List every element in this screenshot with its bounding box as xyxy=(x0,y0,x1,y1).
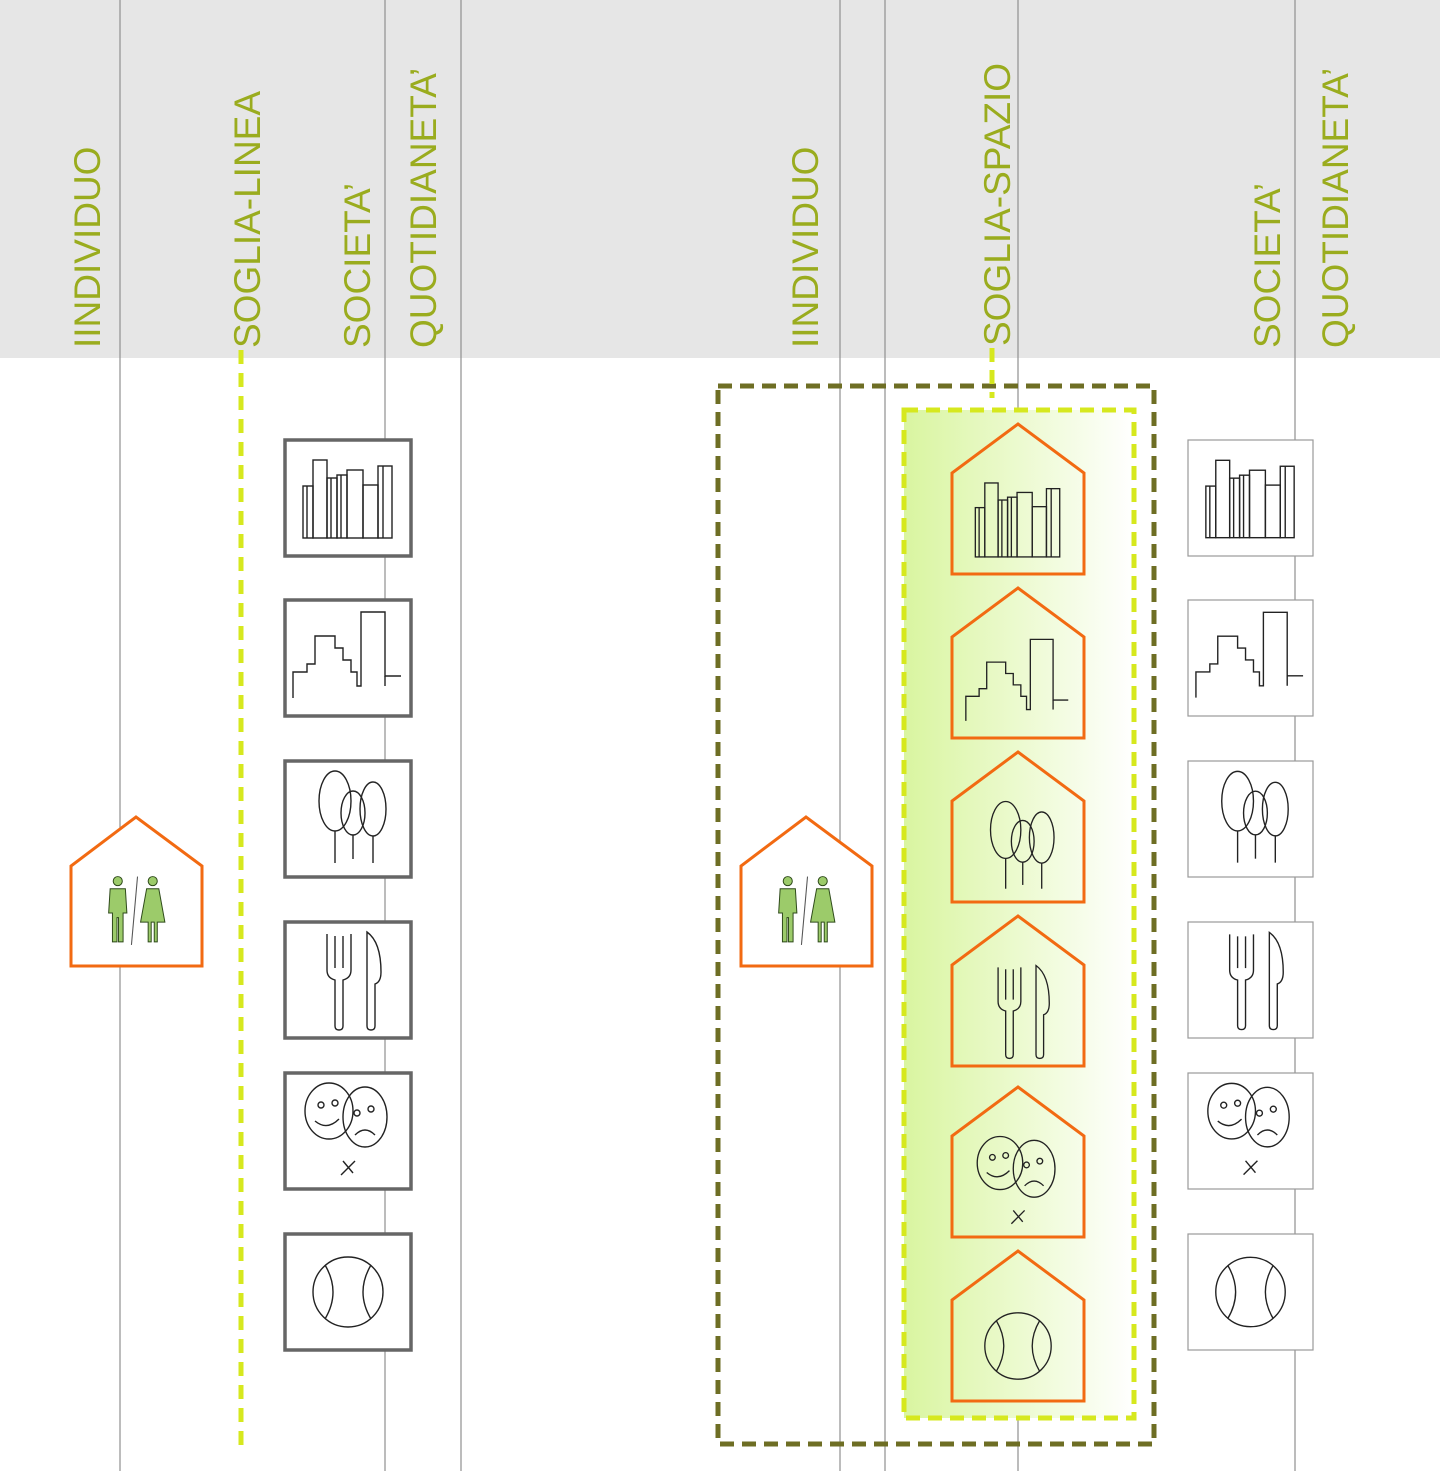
societa-box-right xyxy=(1187,1072,1314,1190)
box-frame xyxy=(1187,439,1314,557)
societa-boxes-left xyxy=(283,438,413,1352)
soglia-house xyxy=(950,1249,1086,1403)
societa-box-right xyxy=(1187,439,1314,557)
box-frame xyxy=(283,1071,413,1191)
box-frame xyxy=(283,598,413,718)
soglia-spazio-zone xyxy=(901,407,1137,1421)
box-frame xyxy=(283,438,413,558)
box-frame xyxy=(283,1232,413,1352)
house-outline xyxy=(950,914,1086,1068)
societa-box-left xyxy=(283,598,413,718)
label-societa-left: SOCIETA’ xyxy=(337,183,378,348)
house-individuo-right xyxy=(739,815,874,968)
house-outline xyxy=(950,422,1086,576)
box-frame xyxy=(1187,1233,1314,1351)
soglia-house xyxy=(950,914,1086,1068)
label-soglia-linea: SOGLIA-LINEA xyxy=(227,91,268,348)
societa-box-left xyxy=(283,438,413,558)
house-individuo-left xyxy=(69,815,204,968)
label-individuo-left: IINDIVIDUO xyxy=(67,147,108,348)
box-frame xyxy=(1187,921,1314,1039)
house-outline xyxy=(950,1085,1086,1239)
societa-box-right xyxy=(1187,921,1314,1039)
label-quotidianeta-left: QUOTIDIANETA’ xyxy=(403,68,444,348)
label-quotidianeta-right: QUOTIDIANETA’ xyxy=(1315,68,1356,348)
societa-box-left xyxy=(283,1232,413,1352)
societa-box-right xyxy=(1187,599,1314,717)
societa-box-left xyxy=(283,1071,413,1191)
soglia-house xyxy=(950,1085,1086,1239)
societa-boxes-right xyxy=(1187,439,1314,1351)
label-individuo-right: IINDIVIDUO xyxy=(785,147,826,348)
societa-box-right xyxy=(1187,760,1314,878)
box-frame xyxy=(1187,1072,1314,1190)
house-outline xyxy=(950,1249,1086,1403)
house-outline xyxy=(950,586,1086,740)
soglia-spazio-houses xyxy=(950,422,1086,1403)
box-frame xyxy=(283,920,413,1040)
soglia-house xyxy=(950,750,1086,904)
house-outline xyxy=(950,750,1086,904)
societa-box-right xyxy=(1187,1233,1314,1351)
header-band xyxy=(0,0,1440,358)
societa-box-left xyxy=(283,920,413,1040)
soglia-house xyxy=(950,422,1086,576)
societa-box-left xyxy=(283,759,413,879)
label-societa-right: SOCIETA’ xyxy=(1247,183,1288,348)
box-frame xyxy=(1187,599,1314,717)
soglia-house xyxy=(950,586,1086,740)
label-soglia-spazio: SOGLIA-SPAZIO xyxy=(977,63,1018,346)
